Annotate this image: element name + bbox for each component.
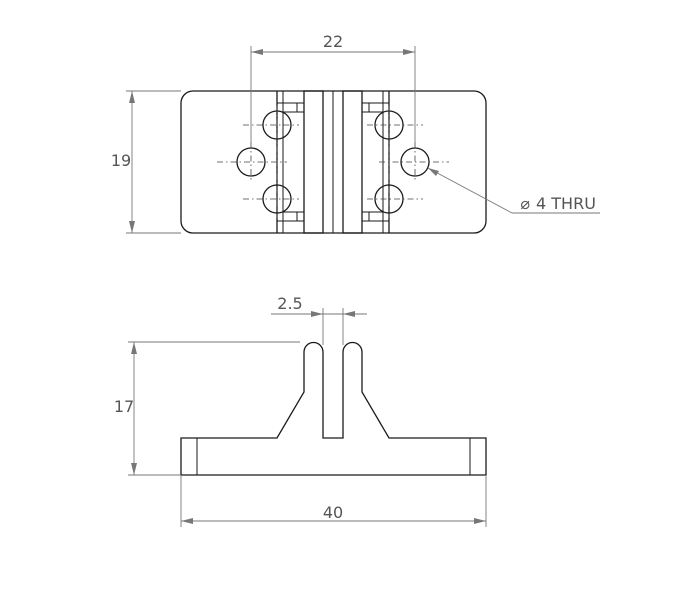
dim-19-label: 19 [111,151,131,170]
dimension-plate-height: 19 [111,90,181,234]
callout-label: 4 THRU [536,194,596,213]
dimension-slot-width: 2.5 [271,294,367,345]
callout-arrow [428,168,439,176]
dim-17-arrow-top [131,342,137,354]
dim-40-label: 40 [323,503,343,522]
dim-2-5-arrow-left [311,311,323,317]
dim-19-arrow-top [129,91,135,103]
left-clip-frame [276,91,304,233]
right-hole-group [367,106,449,218]
hole-left-bottom [262,184,292,214]
dim-22-arrow-left [251,49,263,55]
top-view: 22 19 ⌀ 4 THRU [111,32,600,234]
callout-diameter-symbol: ⌀ [520,194,530,213]
hole-callout: ⌀ 4 THRU [427,167,600,214]
dim-17-label: 17 [114,397,134,416]
dim-2-5-label: 2.5 [277,294,302,313]
top-rib-right [342,90,363,234]
callout-leader [427,167,513,214]
left-hole-group [217,106,299,218]
front-profile-outline [180,341,487,476]
dimension-hole-spacing: 22 [250,32,416,142]
dim-40-arrow-left [181,518,193,524]
dim-22-arrow-right [403,49,415,55]
dim-2-5-arrow-right [343,311,355,317]
dim-17-arrow-bottom [131,463,137,475]
dim-40-arrow-right [474,518,486,524]
dim-19-arrow-bottom [129,221,135,233]
dimension-overall-width: 40 [180,475,487,527]
dim-22-label: 22 [323,32,343,51]
dimension-overall-height: 17 [114,341,300,476]
front-view: 2.5 17 40 [114,294,487,527]
top-rib-left [303,90,324,234]
